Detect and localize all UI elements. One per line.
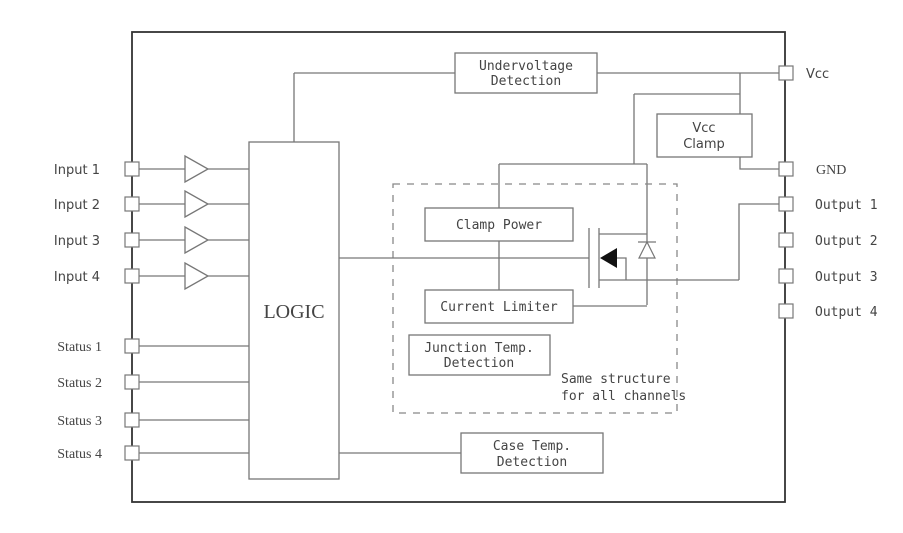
output-pin-1: Output 1 [778,196,878,213]
svg-text:Status 2: Status 2 [57,376,102,391]
vcc-clamp-block [656,113,753,158]
svg-text:Input 4: Input 4 [54,270,100,285]
undervoltage-block [454,52,598,94]
undervoltage-label-2: Detection [491,74,561,89]
wire [738,203,779,280]
svg-text:Input 3: Input 3 [54,234,100,249]
chip-outline [131,31,786,503]
vcc-clamp-label-2: Clamp [683,137,725,152]
svg-text:Status 4: Status 4 [57,447,102,462]
case-temp-label-1: Case Temp. [493,439,571,454]
status-pin-1: Status 1 [57,338,249,355]
output-pin-2: Output 2 [778,232,878,249]
svg-text:GND: GND [816,163,846,178]
svg-text:Status 1: Status 1 [57,340,102,355]
gnd-pin: GND [778,161,846,178]
logic-block [248,141,340,480]
mosfet-body-arrow-icon [600,248,617,268]
svg-text:Output 4: Output 4 [815,305,878,320]
case-temp-label-2: Detection [497,455,567,470]
current-limiter-label: Current Limiter [440,300,558,315]
wire [739,157,779,170]
vcc-clamp-label-1: Vcc [692,121,715,136]
svg-text:Output 2: Output 2 [815,234,878,249]
svg-text:Input 2: Input 2 [54,198,100,213]
output-pin-3: Output 3 [778,268,878,285]
svg-text:Status 3: Status 3 [57,414,102,429]
clamp-power-block [424,207,574,242]
status-pin-3: Status 3 [57,412,249,429]
note-line-1: Same structure [561,372,671,387]
svg-text:Output 3: Output 3 [815,270,878,285]
input-pin-2: Input 2 [54,189,249,219]
vcc-pin: Vcc [778,65,829,82]
output-pin-4: Output 4 [778,303,878,320]
svg-text:Output 1: Output 1 [815,198,878,213]
status-pin-2: Status 2 [57,374,249,391]
junction-temp-label-2: Detection [444,356,514,371]
svg-text:Input 1: Input 1 [54,163,100,178]
status-pin-4: Status 4 [57,445,249,462]
diode-icon [638,240,656,259]
clamp-power-label: Clamp Power [456,218,542,233]
undervoltage-label-1: Undervoltage [479,59,573,74]
svg-text:Vcc: Vcc [806,67,829,82]
input-pin-4: Input 4 [54,261,249,291]
input-pin-3: Input 3 [54,225,249,255]
logic-label: LOGIC [263,301,324,323]
input-pin-1: Input 1 [54,154,249,184]
wire [617,257,627,280]
note-line-2: for all channels [561,389,686,404]
junction-temp-block [408,334,551,376]
channel-group [392,183,678,414]
junction-temp-label-1: Junction Temp. [424,341,534,356]
case-temp-block [460,432,604,474]
